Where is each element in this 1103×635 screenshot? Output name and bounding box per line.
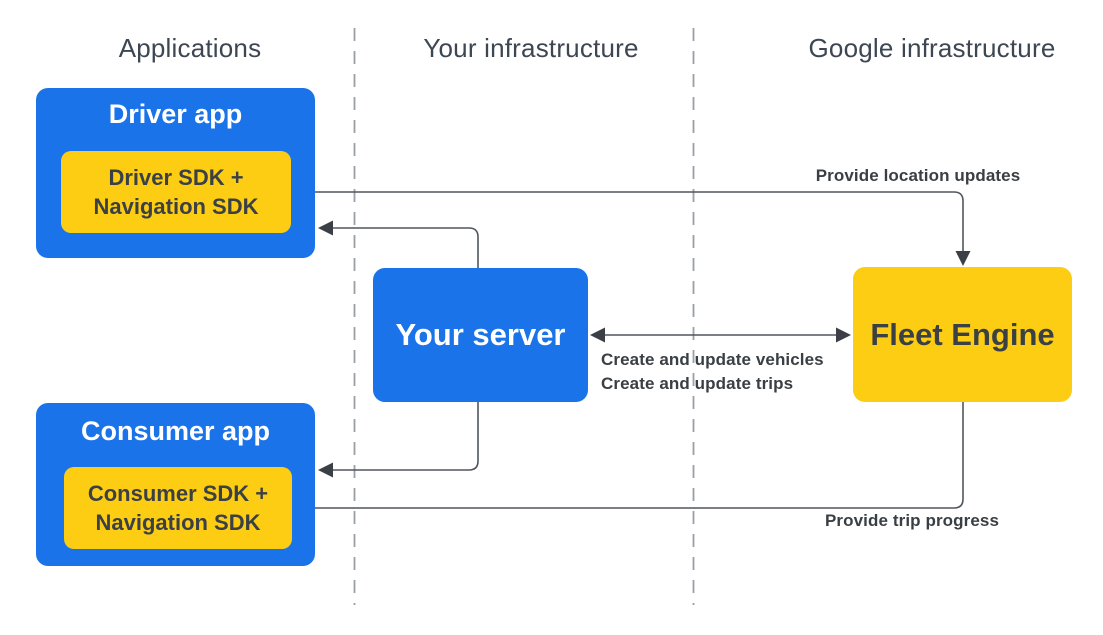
node-your-server: Your server [373, 268, 588, 402]
node-driver-sdk: Driver SDK + Navigation SDK [61, 151, 291, 233]
node-fleet-engine: Fleet Engine [853, 267, 1072, 402]
consumer-sdk-label-line1: Consumer SDK + [87, 481, 269, 506]
driver-sdk-label-line1: Driver SDK + [108, 165, 244, 190]
consumer-app-title: Consumer app [80, 416, 271, 446]
edge-server-to-consumer [333, 402, 479, 471]
arrowhead-right-fleet-engine [836, 327, 851, 343]
edge-server-to-driver [333, 227, 479, 268]
arrowhead-down-fleet-engine [955, 251, 971, 266]
column-header-google-infrastructure: Google infrastructure [808, 33, 1056, 63]
fleet-engine-title: Fleet Engine [870, 316, 1055, 352]
node-consumer-app: Consumer app Consumer SDK + Navigation S… [36, 403, 315, 566]
column-header-applications: Applications [118, 33, 262, 63]
your-server-title: Your server [395, 317, 566, 352]
driver-sdk-label-line2: Navigation SDK [93, 194, 259, 219]
edge-label-create-trips: Create and update trips [601, 374, 794, 393]
edge-label-trip-progress: Provide trip progress [824, 511, 1000, 530]
consumer-sdk-label-line2: Navigation SDK [95, 510, 261, 535]
node-consumer-sdk: Consumer SDK + Navigation SDK [64, 467, 292, 549]
edge-label-create-vehicles: Create and update vehicles [601, 350, 824, 369]
driver-app-title: Driver app [108, 99, 243, 129]
node-driver-app: Driver app Driver SDK + Navigation SDK [36, 88, 315, 258]
arrowhead-left-your-server [590, 327, 605, 343]
column-header-your-infrastructure: Your infrastructure [423, 33, 639, 63]
arrowhead-left-driver-app [318, 220, 333, 236]
edge-label-location-updates: Provide location updates [815, 166, 1021, 185]
edge-label-server-fleet: Create and update vehicles Create and up… [601, 348, 824, 396]
arrowhead-left-consumer-app [318, 462, 333, 478]
edge-trip-progress [310, 402, 964, 509]
edge-location-updates [293, 191, 964, 252]
